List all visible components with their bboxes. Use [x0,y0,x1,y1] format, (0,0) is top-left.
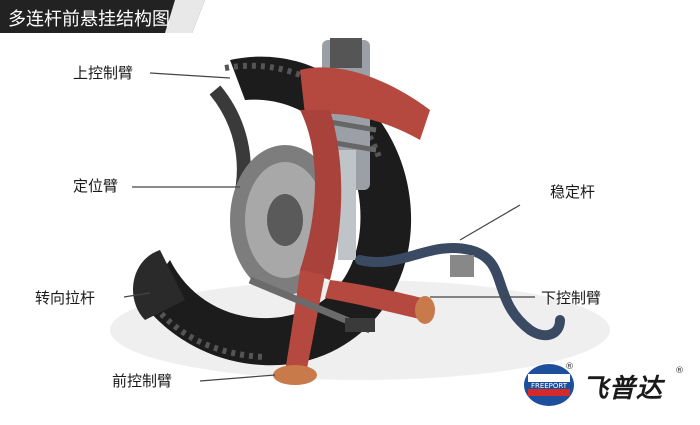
title-banner-bg [0,0,205,33]
label-front-control-arm: 前控制臂 [112,372,173,390]
page-title: 多连杆前悬挂结构图 [8,9,170,30]
label-tie-rod: 转向拉杆 [35,289,96,307]
label-locating-arm: 定位臂 [73,177,119,195]
lower-control-arm [325,280,430,320]
leader-lines [123,72,535,382]
stabilizer-bushing [450,255,474,277]
title-banner: 多连杆前悬挂结构图 [0,0,205,33]
steering-knuckle [300,110,342,280]
stabilizer-bar [355,242,565,341]
brand-name: 飞普达 [582,374,664,404]
label-stabilizer-bar: 稳定杆 [550,183,596,201]
logo-text: FREEPORT [531,382,568,390]
logo-reg-mark: ® [565,362,574,372]
label-lower-control-arm: 下控制臂 [541,289,602,307]
tie-rod [248,276,375,334]
label-upper-control-arm: 上控制臂 [73,64,134,82]
upper-control-arm [300,67,430,140]
front-control-arm [285,270,325,378]
brand-reg-mark: ® [675,366,684,376]
freeport-logo: FREEPORT [524,364,574,406]
